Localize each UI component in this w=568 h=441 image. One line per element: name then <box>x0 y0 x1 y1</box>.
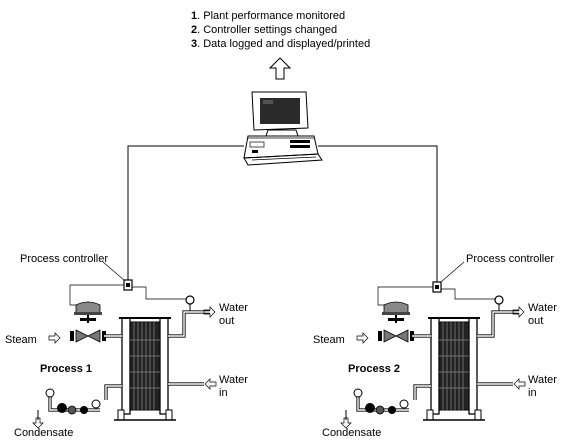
flow-arrow-icon <box>340 417 352 429</box>
outcome-number-2: 2 <box>191 24 197 36</box>
condensate-label: Condensate <box>14 427 73 439</box>
water-in-label-line-2: in <box>528 387 537 399</box>
water-out-label-line-2: out <box>528 315 543 327</box>
steam-trap-icon <box>37 388 101 420</box>
condensate-label: Condensate <box>322 427 381 439</box>
label-leader-line <box>440 261 465 283</box>
flow-arrow-icon <box>203 306 216 318</box>
control-valve-icon <box>70 301 106 343</box>
process-1: Process controller <box>5 253 248 439</box>
flow-arrow-icon <box>513 378 526 390</box>
water-out-label-line-2: out <box>219 315 234 327</box>
water-in-label-line-1: Water <box>219 374 248 386</box>
up-arrow-icon <box>268 57 292 80</box>
process-controller-icon <box>432 281 442 293</box>
label-leader-line <box>102 261 125 281</box>
outcome-list: 1. Plant performance monitored 2. Contro… <box>191 10 370 50</box>
flow-arrow-icon <box>204 378 217 390</box>
process-label: Process 2 <box>348 363 400 375</box>
outcome-item-3: 3. Data logged and displayed/printed <box>191 38 370 50</box>
process-controller-label: Process controller <box>20 253 108 265</box>
outcome-item-1: 1. Plant performance monitored <box>191 10 345 22</box>
flow-arrow-icon <box>512 306 525 318</box>
water-in-label-line-2: in <box>219 387 228 399</box>
temperature-sensor-icon <box>185 295 195 312</box>
process-controller-label: Process controller <box>466 253 554 265</box>
steam-trap-icon <box>345 388 409 420</box>
piping <box>48 310 210 412</box>
plate-heat-exchanger-icon <box>114 317 176 421</box>
outcome-text-1: . Plant performance monitored <box>197 10 345 22</box>
water-out-label-line-1: Water <box>528 302 557 314</box>
network-cable <box>127 145 438 282</box>
process-controller-icon <box>123 279 133 291</box>
signal-wire-valve <box>69 284 124 306</box>
temperature-sensor-icon <box>494 295 504 312</box>
water-in-label-line-1: Water <box>528 374 557 386</box>
process-label: Process 1 <box>40 363 92 375</box>
outcome-item-2: 2. Controller settings changed <box>191 24 337 36</box>
flow-arrow-icon <box>48 332 61 344</box>
outcome-text-2: . Controller settings changed <box>197 24 337 36</box>
outcome-text-3: . Data logged and displayed/printed <box>197 38 370 50</box>
steam-label: Steam <box>5 334 37 346</box>
computer-icon <box>243 91 323 166</box>
plate-heat-exchanger-icon <box>423 317 485 421</box>
flow-arrow-icon <box>32 417 44 429</box>
water-out-label-line-1: Water <box>219 302 248 314</box>
control-valve-icon <box>378 301 414 343</box>
flow-arrow-icon <box>356 332 369 344</box>
signal-wire-sensor <box>441 288 499 300</box>
signal-wire-valve <box>377 286 433 306</box>
process-2: Process controller <box>313 253 557 439</box>
outcome-number-1: 1 <box>191 10 197 22</box>
steam-label: Steam <box>313 334 345 346</box>
signal-wire-sensor <box>132 286 190 300</box>
outcome-number-3: 3 <box>191 38 197 50</box>
